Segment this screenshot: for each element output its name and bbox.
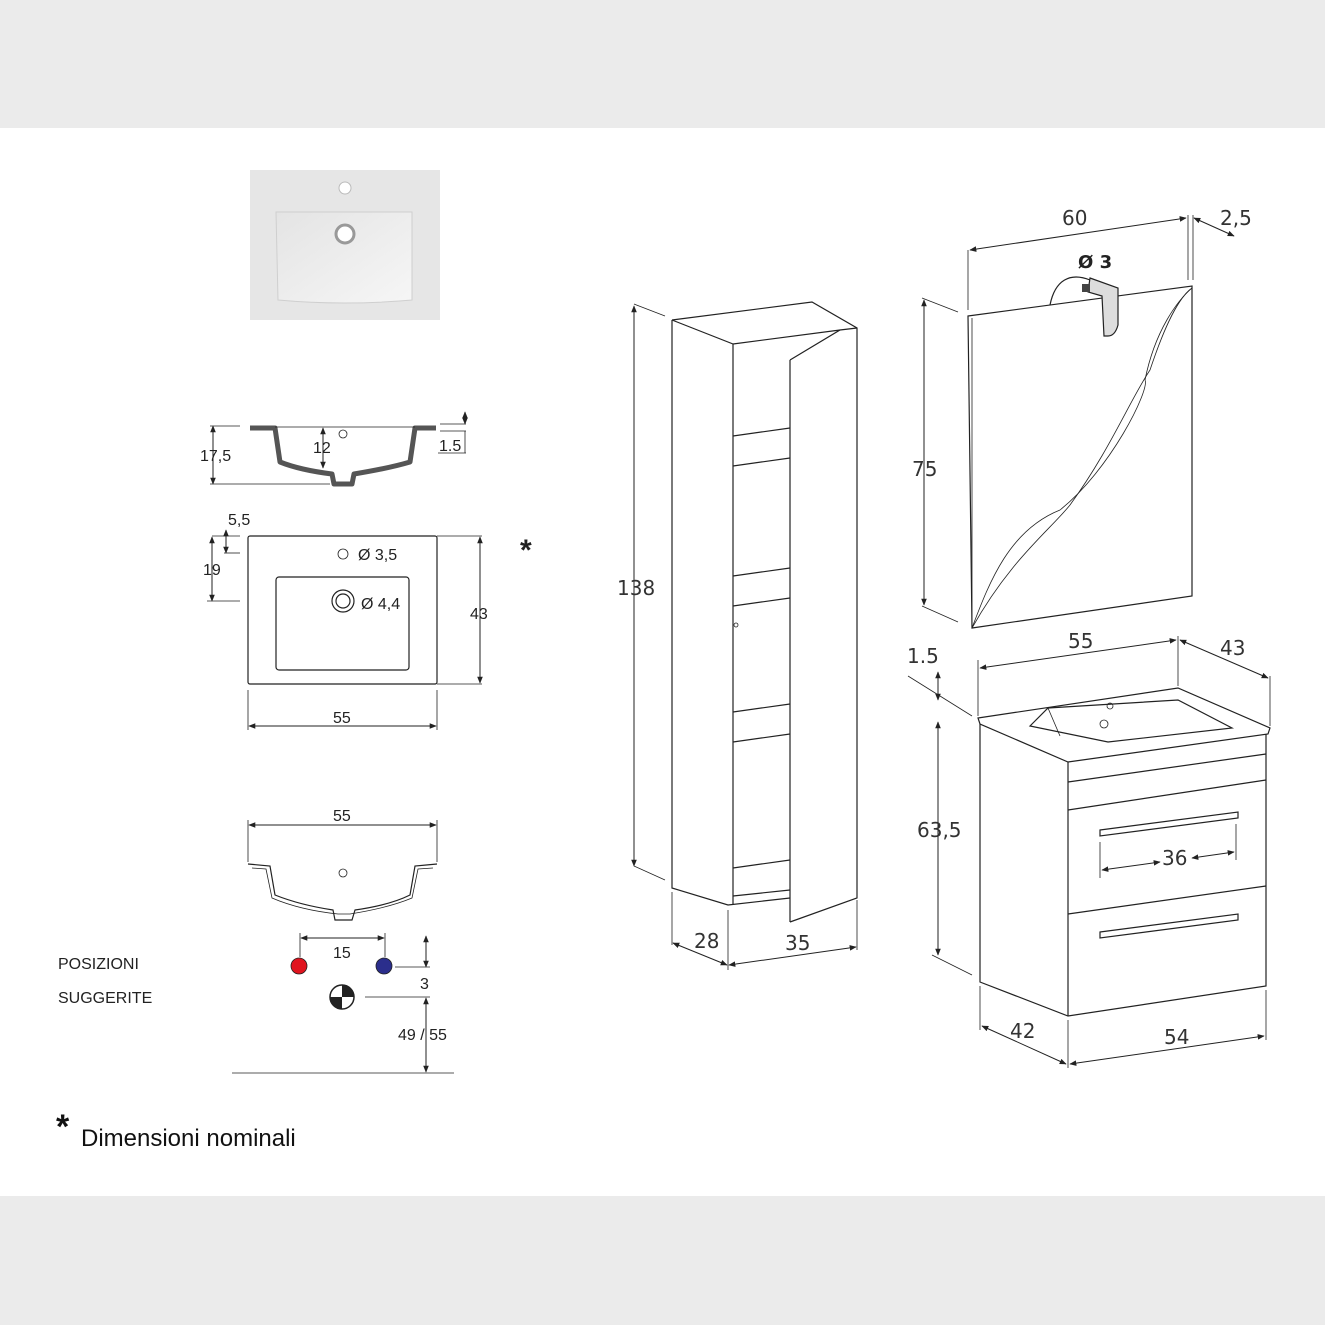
- dim-top-thickness: 1.5: [907, 644, 939, 668]
- dim-tap-spacing: 15: [333, 945, 351, 962]
- positions-title-2: SUGGERITE: [58, 990, 152, 1007]
- dim-vanity-width: 54: [1164, 1025, 1189, 1049]
- dim-drain-offset: 19: [203, 562, 221, 579]
- dim-tap-hole: Ø 3,5: [358, 547, 397, 564]
- footnote-asterisk: *: [56, 1108, 70, 1146]
- washbasin-photo: [250, 170, 440, 320]
- dim-top-width: 55: [1068, 629, 1093, 653]
- dim-hole-offset: 5,5: [228, 512, 250, 529]
- nominal-asterisk: *: [520, 534, 532, 567]
- dim-mirror-width: 60: [1062, 206, 1087, 230]
- dim-top-depth: 43: [1220, 636, 1245, 660]
- technical-drawing-sheet: 17,5 12 1.5 5,5 19 Ø 3,5 Ø 4,4 43 55 *: [0, 128, 1325, 1196]
- dim-basin-front-width: 55: [333, 808, 351, 825]
- dim-rim: 1.5: [439, 438, 461, 455]
- dim-column-depth: 28: [694, 929, 719, 953]
- dim-column-height: 138: [617, 576, 655, 600]
- dim-lamp-diameter: Ø 3: [1078, 252, 1112, 273]
- dim-drain-height: 49 / 55: [398, 1027, 447, 1044]
- dim-basin-top-depth: 43: [470, 606, 488, 623]
- vanity-unit-drawing: 1.5 55 43 63,5 36 42 54: [907, 629, 1271, 1068]
- mirror-drawing: 60 2,5 Ø 3 75: [912, 206, 1252, 629]
- dim-basin-depth: 12: [313, 440, 331, 457]
- dim-tap-offset: 3: [420, 976, 429, 993]
- mirror-lamp-icon: [1049, 276, 1119, 337]
- basin-section-drawing: 17,5 12 1.5: [200, 411, 468, 487]
- footnote-text: Dimensioni nominali: [81, 1125, 296, 1152]
- dim-basin-height: 17,5: [200, 448, 231, 465]
- footnote: * Dimensioni nominali: [56, 1108, 296, 1152]
- hot-water-position-icon: [290, 957, 308, 975]
- dim-basin-top-width: 55: [333, 710, 351, 727]
- dim-drain-hole: Ø 4,4: [361, 596, 400, 613]
- cold-water-position-icon: [375, 957, 393, 975]
- tall-column-drawing: 138 28 35: [617, 301, 858, 970]
- drawing-canvas: 17,5 12 1.5 5,5 19 Ø 3,5 Ø 4,4 43 55 *: [56, 170, 1271, 1152]
- dim-column-width: 35: [785, 931, 810, 955]
- dim-handle-width: 36: [1162, 846, 1187, 870]
- drain-position-icon: [329, 984, 355, 1010]
- dim-vanity-height: 63,5: [917, 818, 962, 842]
- dim-vanity-depth: 42: [1010, 1019, 1035, 1043]
- basin-front-drawing: 55: [247, 808, 438, 921]
- dim-mirror-depth: 2,5: [1220, 206, 1252, 230]
- dim-mirror-height: 75: [912, 457, 937, 481]
- basin-top-drawing: 5,5 19 Ø 3,5 Ø 4,4 43 55 *: [203, 512, 532, 730]
- positions-title-1: POSIZIONI: [58, 956, 139, 973]
- suggested-positions: POSIZIONI SUGGERITE 15 3 49 / 55: [58, 933, 454, 1074]
